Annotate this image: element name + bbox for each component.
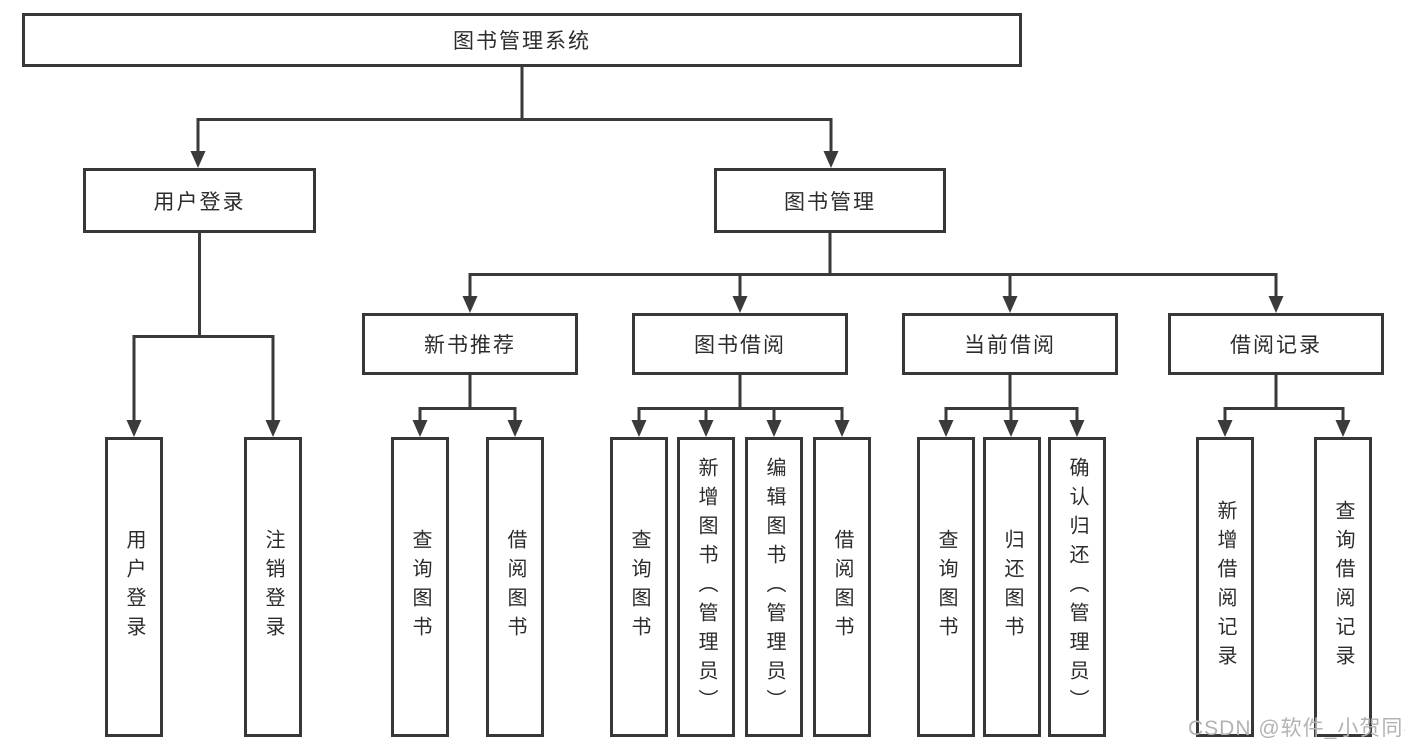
node-user-login-label: 用户登录 bbox=[153, 190, 246, 214]
node-book-management: 图书管理 bbox=[714, 168, 946, 233]
leaf-borrow-query-books: 查询图书 bbox=[610, 437, 668, 737]
leaf-records-add-record-label: 新增借阅记录 bbox=[1214, 500, 1236, 674]
leaf-borrow-edit-books-admin: 编辑图书（管理员） bbox=[745, 437, 803, 737]
leaf-current-confirm-return-admin: 确认归还（管理员） bbox=[1048, 437, 1106, 737]
node-new-book-recommend: 新书推荐 bbox=[362, 313, 578, 375]
leaf-borrow-add-books-admin-label: 新增图书（管理员） bbox=[695, 456, 717, 718]
node-root-label: 图书管理系统 bbox=[453, 30, 591, 53]
leaf-current-return-books: 归还图书 bbox=[983, 437, 1041, 737]
node-borrow-records-label: 借阅记录 bbox=[1230, 334, 1322, 357]
node-current-borrow-label: 当前借阅 bbox=[964, 334, 1056, 357]
leaf-recommend-borrow-books: 借阅图书 bbox=[486, 437, 544, 737]
csdn-watermark: CSDN @软件_小贺同学 bbox=[1188, 717, 1405, 740]
node-new-book-recommend-label: 新书推荐 bbox=[424, 334, 516, 357]
node-root: 图书管理系统 bbox=[22, 13, 1022, 67]
leaf-recommend-query-books-label: 查询图书 bbox=[409, 529, 431, 645]
leaf-borrow-borrow-books: 借阅图书 bbox=[813, 437, 871, 737]
leaf-recommend-query-books: 查询图书 bbox=[391, 437, 449, 737]
node-book-borrow: 图书借阅 bbox=[632, 313, 848, 375]
leaf-borrow-edit-books-admin-label: 编辑图书（管理员） bbox=[763, 456, 785, 718]
node-current-borrow: 当前借阅 bbox=[902, 313, 1118, 375]
leaf-current-return-books-label: 归还图书 bbox=[1001, 529, 1023, 645]
leaf-current-query-books: 查询图书 bbox=[917, 437, 975, 737]
leaf-current-query-books-label: 查询图书 bbox=[935, 529, 957, 645]
node-user-login: 用户登录 bbox=[83, 168, 316, 233]
leaf-borrow-query-books-label: 查询图书 bbox=[628, 529, 650, 645]
node-book-borrow-label: 图书借阅 bbox=[694, 334, 786, 357]
leaf-logout: 注销登录 bbox=[244, 437, 302, 737]
leaf-records-add-record: 新增借阅记录 bbox=[1196, 437, 1254, 737]
arrowheads bbox=[126, 151, 1351, 437]
leaf-logout-label: 注销登录 bbox=[262, 529, 284, 645]
leaf-borrow-add-books-admin: 新增图书（管理员） bbox=[677, 437, 735, 737]
leaf-recommend-borrow-books-label: 借阅图书 bbox=[504, 529, 526, 645]
leaf-records-query-record: 查询借阅记录 bbox=[1314, 437, 1372, 737]
node-book-management-label: 图书管理 bbox=[784, 190, 876, 214]
leaf-user-login-label: 用户登录 bbox=[123, 529, 145, 645]
node-borrow-records: 借阅记录 bbox=[1168, 313, 1384, 375]
leaf-borrow-borrow-books-label: 借阅图书 bbox=[831, 529, 853, 645]
leaf-current-confirm-return-admin-label: 确认归还（管理员） bbox=[1066, 456, 1088, 718]
leaf-user-login: 用户登录 bbox=[105, 437, 163, 737]
leaf-records-query-record-label: 查询借阅记录 bbox=[1332, 500, 1354, 674]
